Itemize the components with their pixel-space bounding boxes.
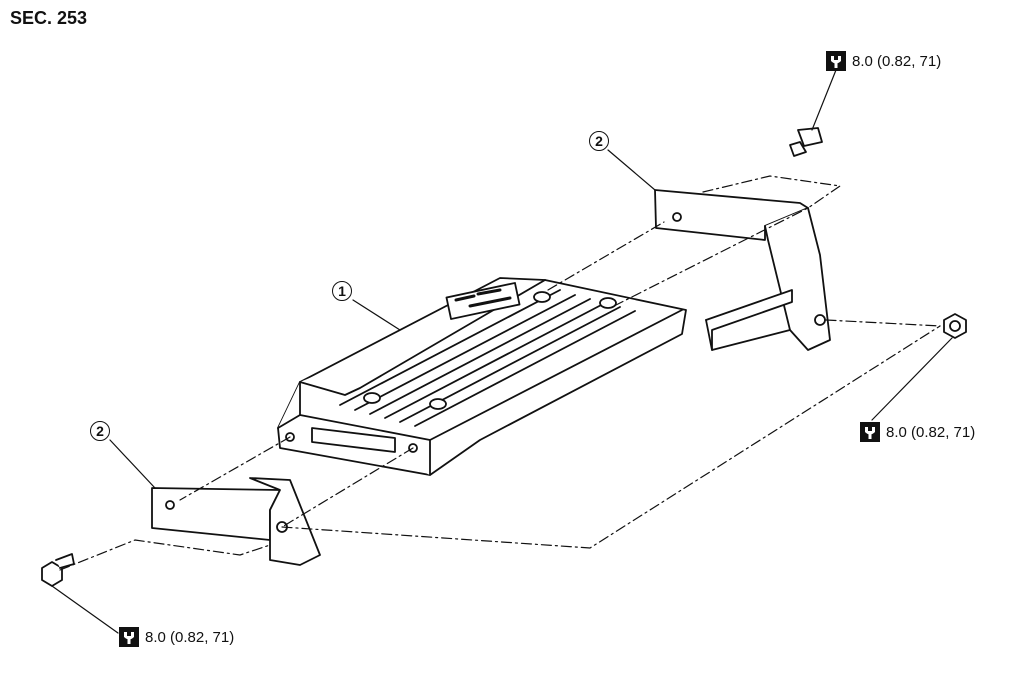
control-module: [277, 277, 687, 476]
leader-lines: [51, 69, 953, 634]
nut-right: [943, 313, 967, 339]
torque-wrench-icon: [119, 627, 139, 647]
bolt-upper: [789, 127, 823, 157]
torque-value: 8.0 (0.82, 71): [886, 423, 976, 441]
torque-spec-bottom-left: 8.0 (0.82, 71): [119, 627, 234, 647]
torque-value: 8.0 (0.82, 71): [145, 628, 235, 646]
torque-spec-right: 8.0 (0.82, 71): [860, 422, 975, 442]
section-title: SEC. 253: [10, 8, 88, 28]
torque-wrench-icon: [860, 422, 880, 442]
assembly-lines: [59, 175, 941, 571]
torque-wrench-icon: [826, 51, 846, 71]
bracket-lower: [151, 477, 321, 566]
bolt-lower: [41, 553, 75, 587]
callout-2-bracket-upper: 2: [589, 131, 609, 151]
callout-2-bracket-lower: 2: [90, 421, 110, 441]
torque-value: 8.0 (0.82, 71): [852, 52, 942, 70]
callout-1-module: 1: [332, 281, 352, 301]
bracket-upper: [654, 189, 831, 351]
torque-spec-top-right: 8.0 (0.82, 71): [826, 51, 941, 71]
